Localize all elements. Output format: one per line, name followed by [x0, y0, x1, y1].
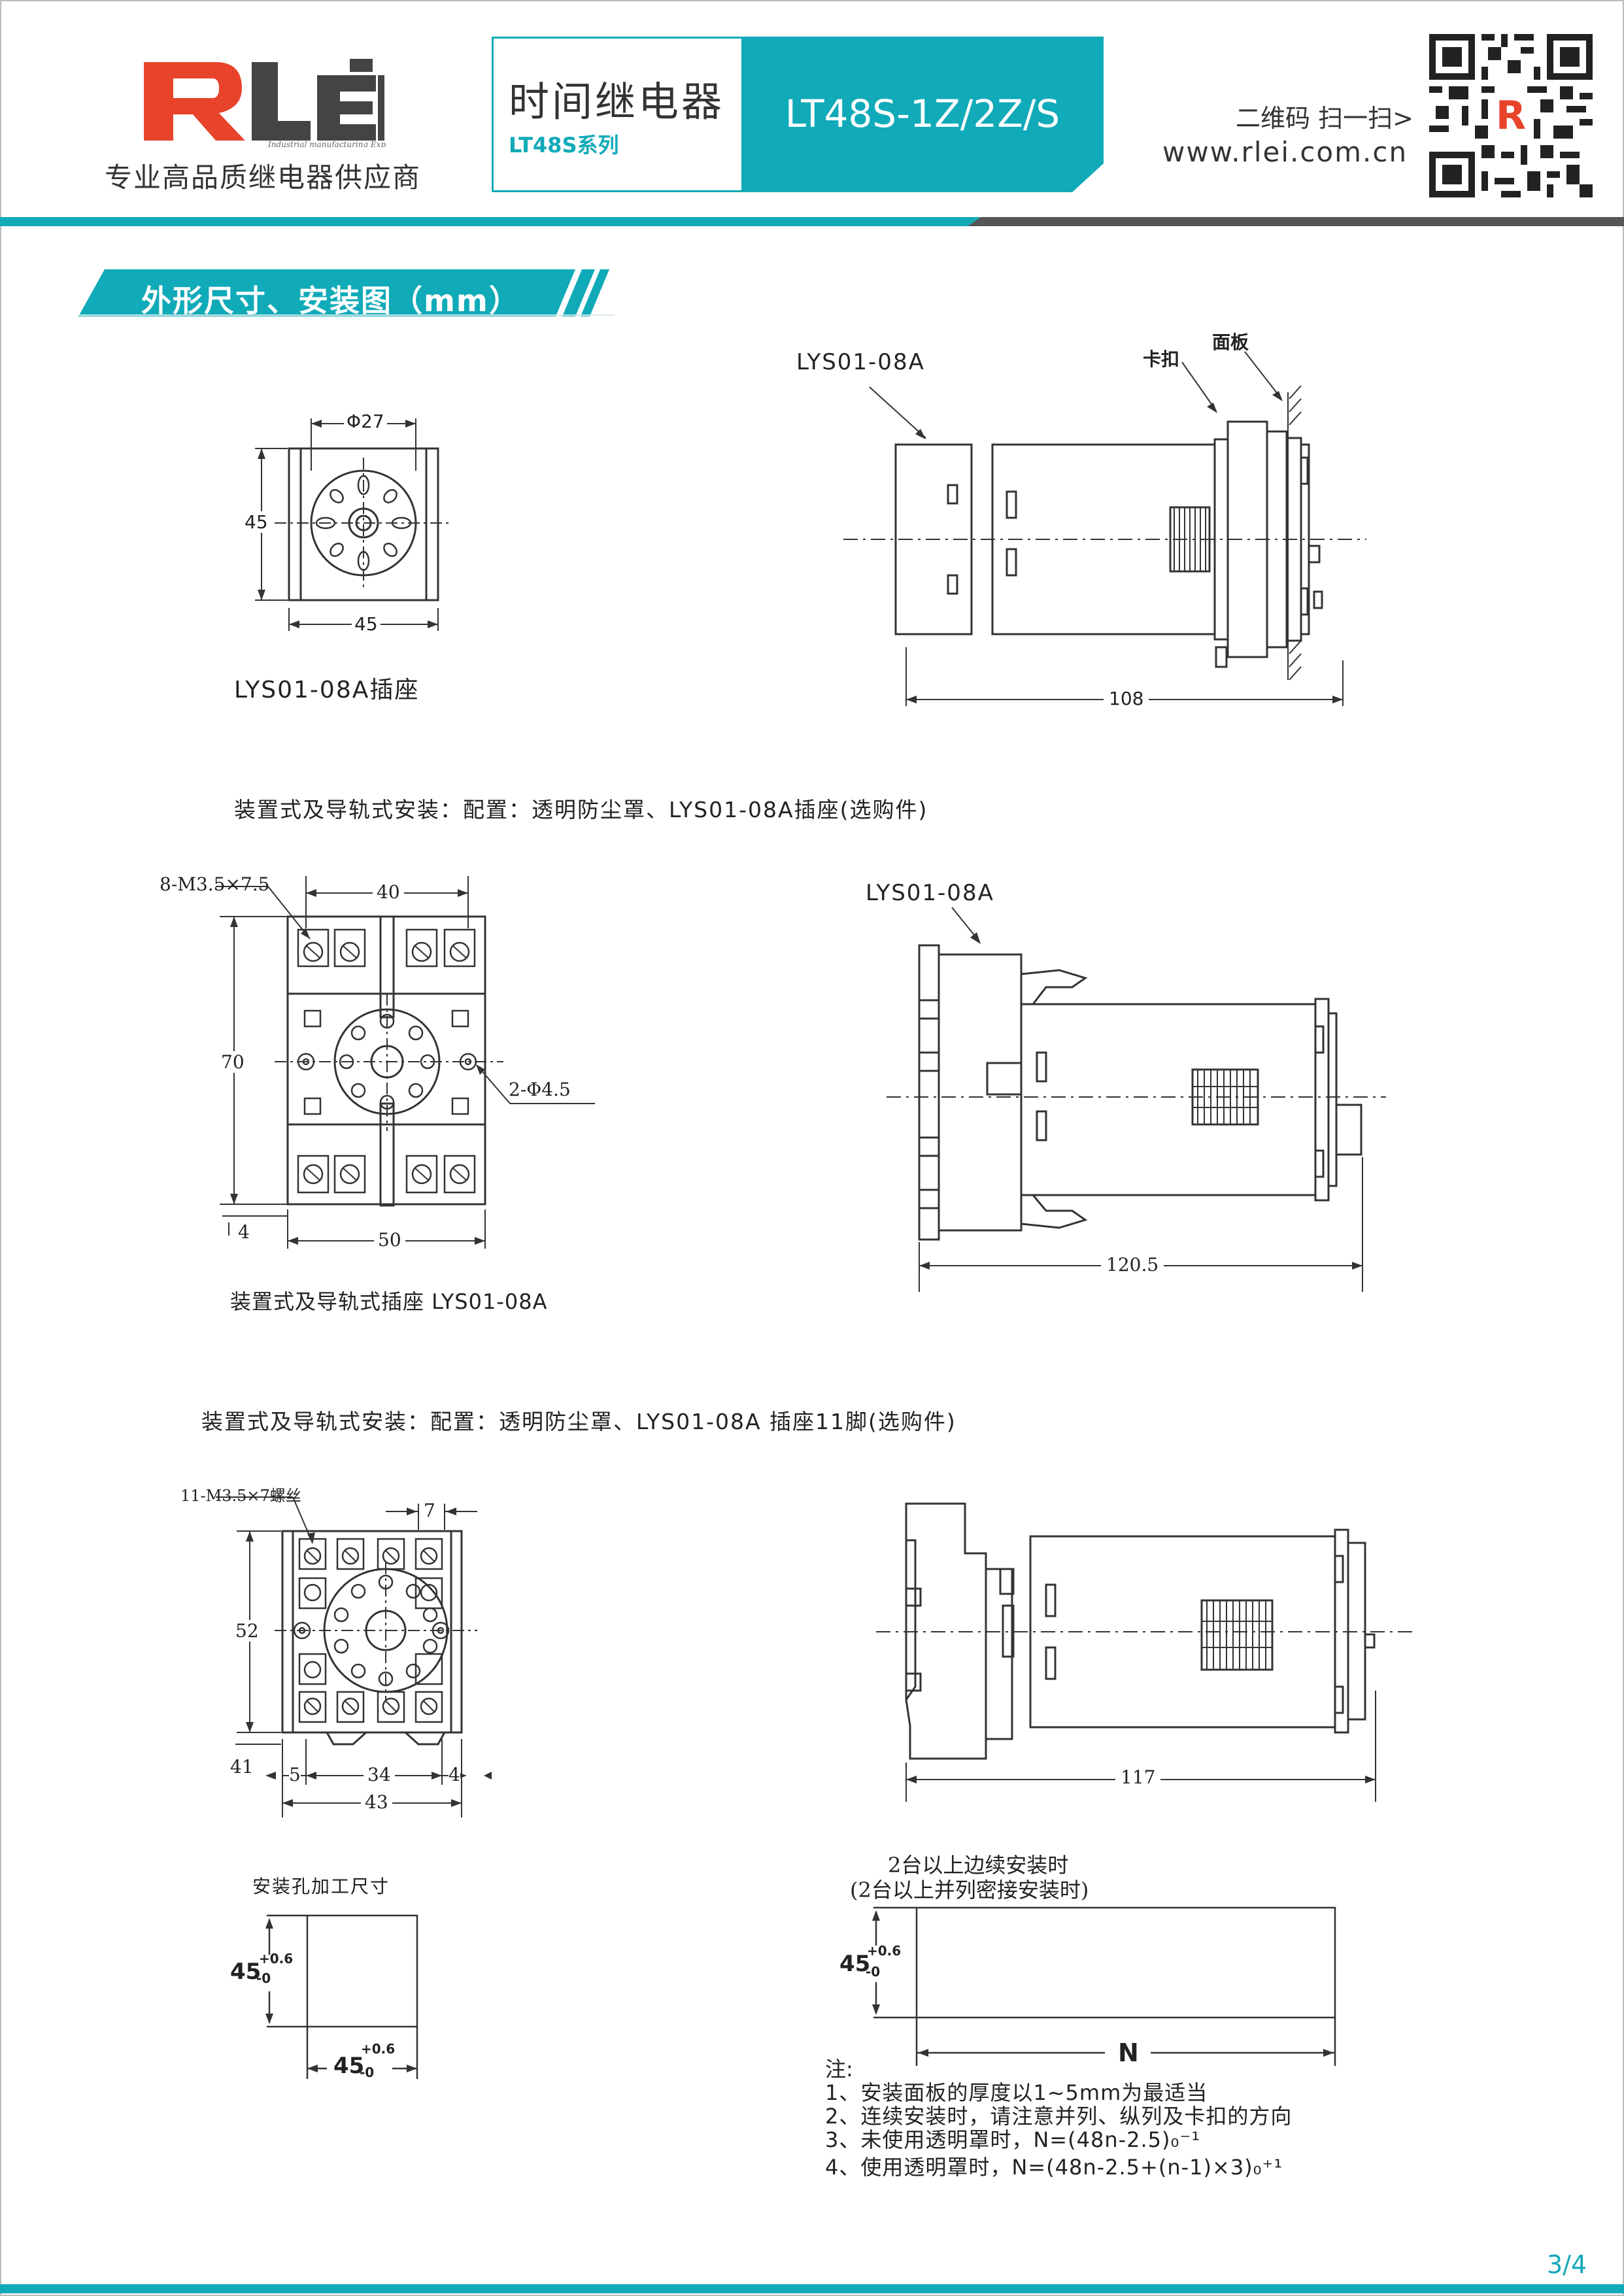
side-label-2: LYS01-08A [866, 880, 994, 906]
note-2: 2、连续安装时，请注意并列、纵列及卡扣的方向 [825, 2104, 1293, 2129]
multi-h-tol-zero: -0 [866, 1964, 881, 1980]
dim-h52: 52 [235, 1620, 259, 1642]
dim-w43: 43 [361, 1791, 392, 1813]
notes-head: 注: [825, 2057, 853, 2082]
dim-phi27: Φ27 [344, 411, 387, 432]
note-3: 3、未使用透明罩时，N=(48n-2.5)₀⁻¹ [825, 2127, 1201, 2152]
dim-length-108: 108 [1104, 688, 1149, 709]
socket-label-2: 装置式及导轨式插座 LYS01-08A [230, 1289, 548, 1314]
logo-tagline: Industrial manufacturing Export [267, 140, 386, 147]
cutout-h: 45 [230, 1959, 262, 1985]
cutout-w-tol-zero: -0 [360, 2065, 375, 2080]
header-divider [0, 217, 1624, 226]
website-url[interactable]: www.rlei.com.cn [1162, 136, 1408, 168]
caption-3: 装置式及导轨式安装：配置：透明防尘罩、LYS01-08A 插座11脚(选购件) [201, 1409, 956, 1434]
dim-d7: 7 [424, 1500, 435, 1521]
section-title-banner [78, 269, 615, 316]
dim-w34: 34 [364, 1764, 395, 1785]
panel-label: 面板 [1212, 331, 1249, 353]
dim-length-117: 117 [1115, 1766, 1161, 1788]
cutout-label: 安装孔加工尺寸 [252, 1876, 390, 1897]
dim-length-120: 120.5 [1101, 1254, 1164, 1275]
multi-n: N [1118, 2038, 1139, 2067]
screw-spec-8: 8-M3.5×7.5 [160, 873, 270, 895]
rlei-logo: Industrial manufacturing Export [144, 59, 386, 147]
qr-scan-label: 二维码 扫一扫> [1236, 104, 1413, 133]
dim-d4: 4 [238, 1221, 250, 1243]
cutout-h-tol-plus: +0.6 [259, 1951, 294, 1967]
clip-label: 卡扣 [1143, 348, 1180, 370]
dim-d41: 41 [230, 1756, 254, 1778]
dim-w45: 45 [352, 613, 381, 635]
dim-h70: 70 [221, 1051, 245, 1073]
dim-d4-2: 4 [448, 1764, 460, 1785]
cutout-h-tol-zero: -0 [256, 1970, 271, 1986]
dim-w40: 40 [373, 881, 404, 903]
product-series: LT48S系列 [509, 133, 619, 158]
note-1: 1、安装面板的厚度以1~5mm为最适当 [825, 2080, 1208, 2105]
cutout-w-tol-plus: +0.6 [361, 2041, 396, 2057]
dim-h45: 45 [245, 511, 268, 533]
title-model-background [741, 37, 1104, 192]
screw-spec-11: 11-M3.5×7螺丝 [180, 1487, 301, 1505]
caption-2: 装置式及导轨式安装：配置：透明防尘罩、LYS01-08A插座(选购件) [234, 797, 928, 822]
qr-code-icon[interactable]: R [1429, 34, 1593, 197]
product-model: LT48S-1Z/2Z/S [785, 92, 1060, 136]
dim-d5: 5 [289, 1764, 301, 1785]
multi-h: 45 [839, 1951, 871, 1977]
product-name: 时间继电器 [509, 78, 725, 126]
cutout-w: 45 [333, 2053, 365, 2079]
footer-bar [0, 2284, 1624, 2293]
corner-notch [1072, 163, 1104, 192]
page-number: 3/4 [1547, 2250, 1587, 2279]
socket-label-1: LYS01-08A插座 [234, 677, 420, 703]
multi-line-1: 2台以上边续安装时 [888, 1853, 1069, 1878]
hole-spec: 2-Φ4.5 [509, 1079, 571, 1100]
company-slogan: 专业高品质继电器供应商 [105, 161, 422, 194]
side-label-1: LYS01-08A [796, 349, 925, 375]
svg-text:R: R [1496, 93, 1526, 139]
section-title: 外形尺寸、安装图（mm） [141, 283, 520, 318]
multi-line-2: (2台以上并列密接安装时) [850, 1878, 1089, 1902]
multi-h-tol-plus: +0.6 [867, 1943, 902, 1959]
note-4: 4、使用透明罩时，N=(48n-2.5+(n-1)×3)₀⁺¹ [825, 2155, 1283, 2180]
dim-w50: 50 [374, 1229, 405, 1251]
